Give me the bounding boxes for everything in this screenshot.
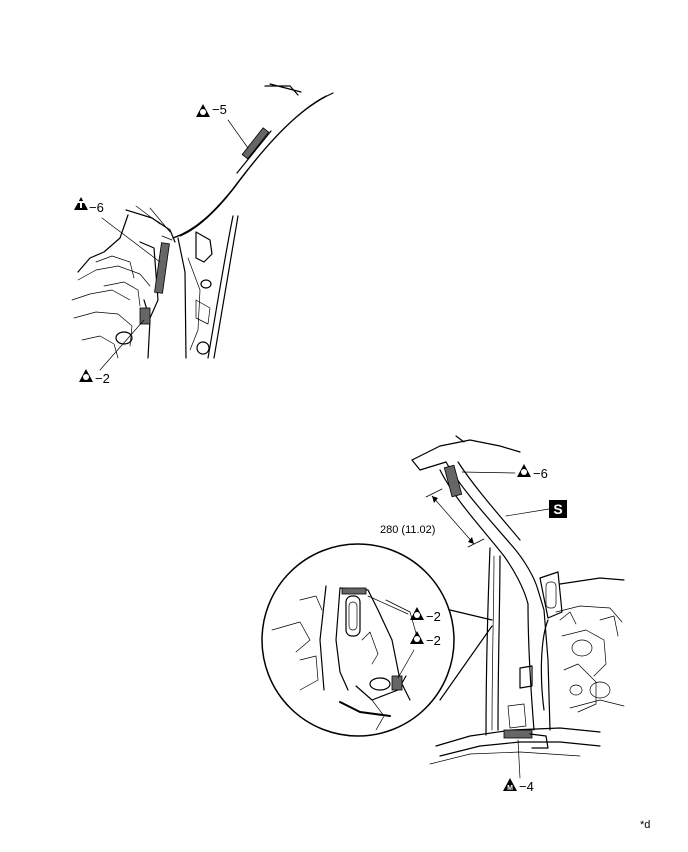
leader-line [517, 739, 521, 779]
svg-text:−4: −4 [519, 779, 534, 794]
callout-dash: − [212, 102, 220, 117]
svg-text:−6: −6 [89, 200, 104, 215]
callout-weld-6-top: −6 [74, 197, 161, 263]
extension-line [425, 488, 443, 498]
callout-number: 4 [527, 779, 534, 794]
detail-magnified-view [261, 543, 493, 737]
leader-line [99, 319, 145, 371]
leader-line [227, 119, 249, 149]
callout-dash: − [426, 609, 434, 624]
svg-text:M: M [507, 785, 513, 792]
weld-symbol-m-icon: M [503, 778, 517, 792]
leader-line [461, 471, 516, 474]
callout-weld-2-top: −2 [79, 319, 145, 386]
section-symbol-glyph: S [553, 501, 562, 517]
callout-weld-5: −5 [196, 102, 249, 149]
dimension-line [431, 495, 475, 545]
detail-pointer-line [449, 609, 493, 621]
callout-weld-2-detail-b: −2 [397, 631, 441, 679]
detail-pointer-line [439, 625, 493, 701]
svg-text:−2: −2 [95, 371, 110, 386]
callout-dash: − [95, 371, 103, 386]
detail-circle [261, 543, 455, 737]
callout-number: 2 [434, 633, 441, 648]
arrow-icon [468, 537, 474, 544]
arrow-icon [432, 496, 438, 503]
upper-pillar-illustration [71, 83, 334, 359]
leader-line [397, 649, 415, 679]
callout-number: 5 [220, 102, 227, 117]
callout-dash: − [519, 779, 527, 794]
callout-number: 6 [97, 200, 104, 215]
section-symbol-icon [549, 500, 567, 518]
weld-symbol-o-icon [79, 369, 93, 382]
callout-dash: − [533, 466, 541, 481]
svg-text:−5: −5 [212, 102, 227, 117]
callout-weld-4: M −4 [503, 739, 534, 794]
dimension-annotation: 280 (11.02) [380, 488, 485, 548]
weld-symbol-t-icon [74, 197, 88, 210]
weld-symbol-o-icon [196, 104, 210, 117]
callout-number: 6 [541, 466, 548, 481]
svg-text:−6: −6 [533, 466, 548, 481]
callout-number: 2 [434, 609, 441, 624]
callout-weld-2-detail-a: −2 [367, 595, 441, 624]
callout-weld-6-bottom: −6 [461, 464, 548, 481]
weld-symbol-o-icon [410, 607, 424, 620]
leader-line [101, 217, 161, 263]
weld-symbol-o-icon [410, 631, 424, 644]
sealer-section-symbol: S [505, 500, 567, 518]
callout-dash: − [426, 633, 434, 648]
leader-line [367, 595, 409, 615]
dimension-text: 280 (11.02) [380, 524, 435, 536]
lower-pillar-illustration [411, 435, 625, 765]
svg-text:−2: −2 [426, 633, 441, 648]
svg-text:−2: −2 [426, 609, 441, 624]
figure-code: *d [640, 819, 650, 831]
callout-dash: − [89, 200, 97, 215]
leader-line [505, 508, 550, 517]
extension-line [467, 538, 485, 548]
weld-symbol-o-icon [517, 464, 531, 477]
callout-number: 2 [103, 371, 110, 386]
